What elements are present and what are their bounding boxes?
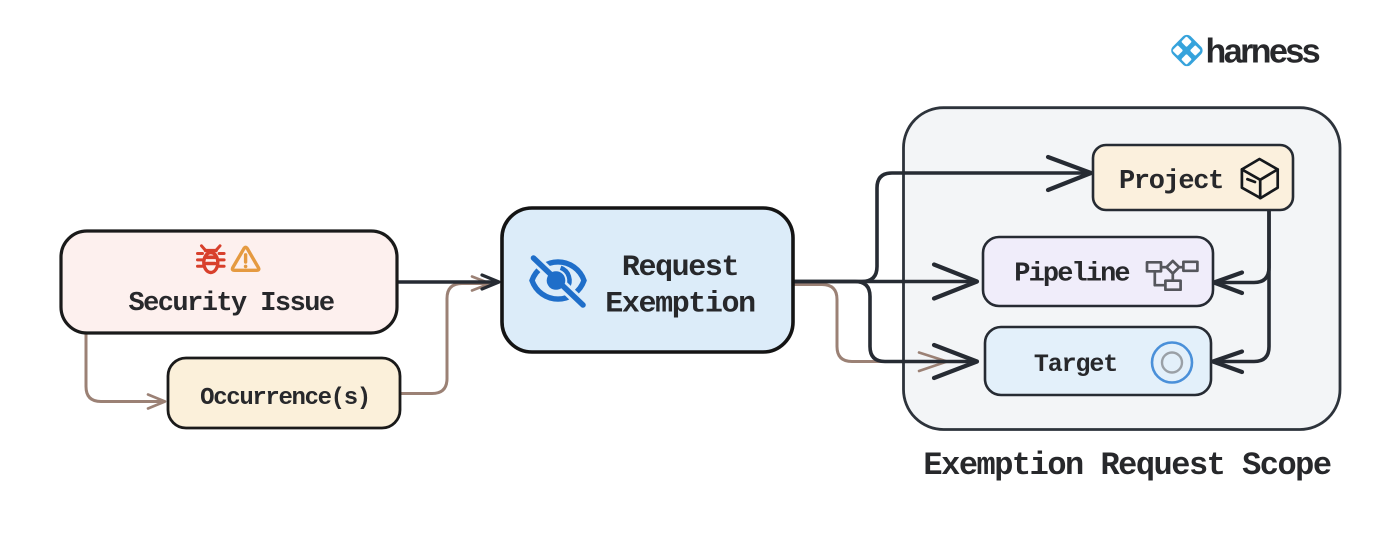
svg-text:Exemption: Exemption [605,288,755,322]
svg-text:Project: Project [1119,167,1223,197]
svg-text:Target: Target [1034,350,1117,379]
svg-text:harness: harness [1206,33,1320,71]
svg-text:Exemption Request Scope: Exemption Request Scope [923,447,1330,484]
svg-text:Occurrence(s): Occurrence(s) [200,385,370,412]
svg-text:Security Issue: Security Issue [129,289,334,319]
svg-text:Request: Request [622,251,738,285]
svg-text:Pipeline: Pipeline [1014,260,1129,290]
